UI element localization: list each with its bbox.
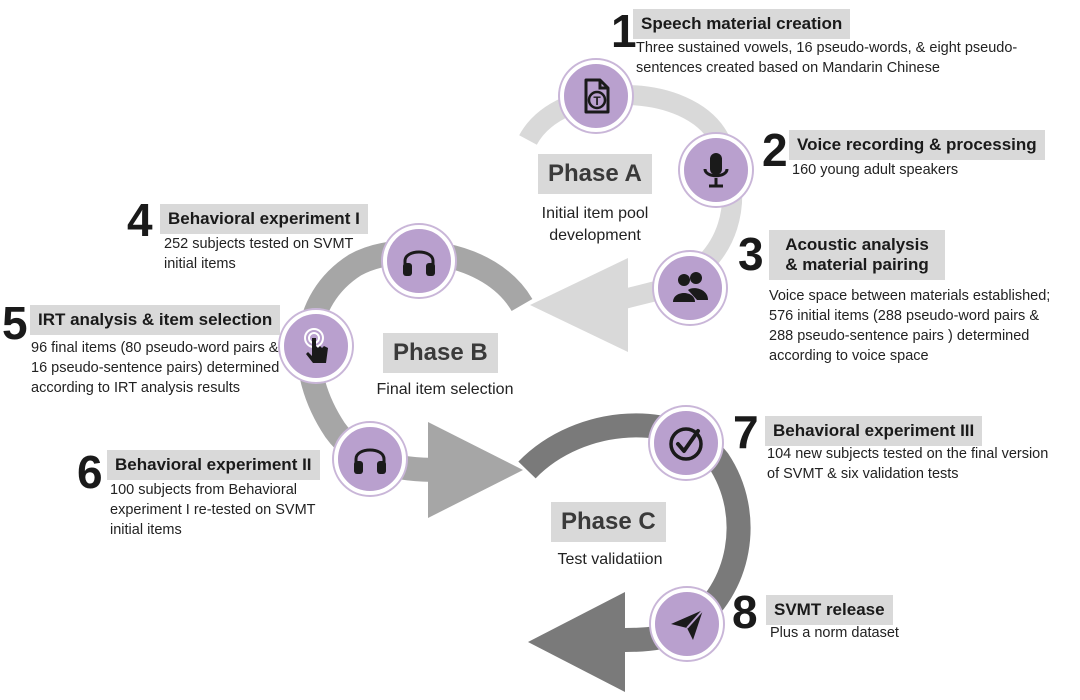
phase-c-subtitle: Test validatiion [557, 551, 663, 568]
pointer-click-icon [280, 310, 352, 382]
phase-b-arrowhead [428, 422, 523, 518]
document-text-icon: T [560, 60, 632, 132]
step-1-number: 1 [611, 5, 637, 57]
phase-b-title: Phase B [383, 333, 498, 373]
paper-plane-icon [651, 588, 723, 660]
phase-c-arrowhead [528, 592, 625, 692]
step-4-number: 4 [127, 194, 153, 246]
step-3-number: 3 [738, 228, 764, 280]
step-1-title: Speech material creation [633, 9, 851, 39]
step-5-number: 5 [2, 297, 28, 349]
step-6-description: 100 subjects from Behavioral experiment … [110, 482, 316, 538]
phase-a-arrowhead [530, 258, 628, 352]
step-2-description: 160 young adult speakers [792, 162, 959, 178]
microphone-icon [680, 134, 752, 206]
phase-b-subtitle: Final item selection [376, 381, 514, 398]
phase-a-subtitle: Initial item pool development [541, 205, 649, 244]
headphones-icon [383, 225, 455, 297]
step-4-description: 252 subjects tested on SVMT initial item… [164, 236, 354, 272]
headphones-icon [334, 423, 406, 495]
step-7-number: 7 [733, 406, 759, 458]
step-5-title: IRT analysis & item selection [30, 305, 281, 335]
step-7-description: 104 new subjects tested on the final ver… [767, 446, 1049, 482]
step-7-title: Behavioral experiment III [765, 416, 983, 446]
step-8-title: SVMT release [766, 595, 893, 625]
step-6-number: 6 [77, 446, 103, 498]
step-2-title: Voice recording & processing [789, 130, 1045, 160]
svg-text:T: T [593, 94, 601, 108]
step-6-title: Behavioral experiment II [107, 450, 320, 480]
step-3-title: Acoustic analysis & material pairing [769, 230, 945, 280]
step-8-description: Plus a norm dataset [770, 625, 899, 641]
step-2-number: 2 [762, 124, 788, 176]
step-3-description: Voice space between materials establishe… [769, 288, 1051, 364]
check-circle-icon [650, 407, 722, 479]
phase-a-title: Phase A [538, 154, 652, 194]
phase-c-title: Phase C [551, 502, 666, 542]
step-4-title: Behavioral experiment I [160, 204, 368, 234]
step-8-number: 8 [732, 586, 758, 638]
step-5-description: 96 final items (80 pseudo-word pairs & 1… [31, 340, 280, 396]
people-icon [654, 252, 726, 324]
step-1-description: Three sustained vowels, 16 pseudo-words,… [636, 40, 1018, 76]
